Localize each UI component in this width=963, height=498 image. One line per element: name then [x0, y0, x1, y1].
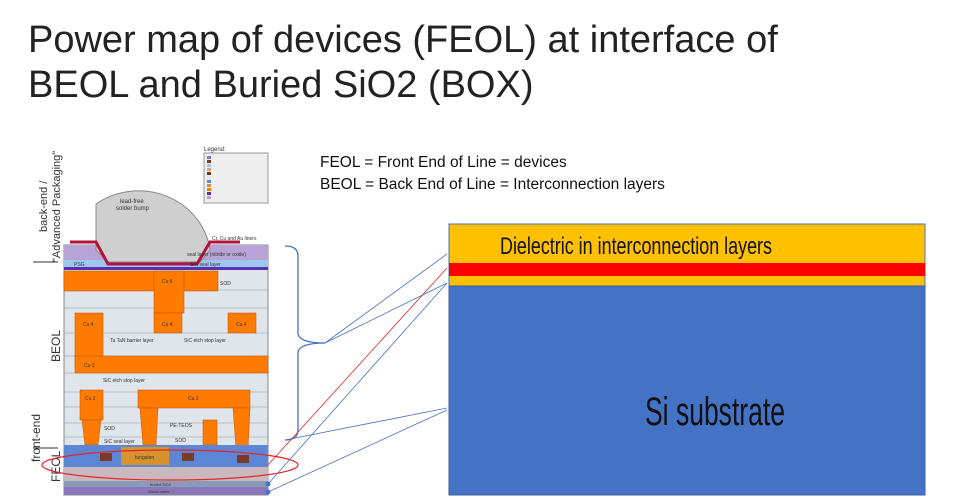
silicon-wafer	[64, 487, 268, 495]
backend-label-1: back-end /	[38, 180, 50, 232]
tungsten-contact	[121, 447, 169, 465]
diagram-label: Cu 4	[83, 322, 94, 328]
diagram-label: Ta TaN barrier layer	[110, 338, 154, 344]
solder-bump	[95, 190, 211, 263]
slide-title: Power map of devices (FEOL) at interface…	[28, 18, 778, 108]
diagram-label: tungsten	[135, 455, 154, 461]
diagram-label: SiC etch stop layer	[184, 338, 226, 344]
diagram-label: buried SiO2	[150, 482, 172, 487]
heat-layer	[449, 263, 925, 276]
diagram-label: SiN seal layer	[190, 262, 221, 268]
connector-lines	[267, 253, 448, 493]
definitions: FEOL = Front End of Line = devices BEOL …	[320, 152, 665, 196]
diagram-label: seal layer (nitride or oxide)	[187, 252, 246, 258]
diagram-label: Legend:	[204, 147, 226, 153]
feol-highlight-ellipse	[41, 449, 299, 481]
diagram-label: SiC seal layer	[104, 439, 135, 445]
active-silicon	[64, 467, 268, 481]
diagram-label: Cr, Cu and Au liners	[212, 236, 257, 242]
diagram-label: PE-TEOS	[170, 423, 193, 429]
diagram-label: lead-free	[120, 199, 144, 205]
legend: Legend:	[203, 147, 269, 204]
beol-bracket	[284, 245, 326, 441]
diagram-label: silicon wafer	[148, 489, 171, 494]
copper-interconnects	[63, 270, 269, 449]
feol-label: FEOL	[49, 450, 63, 482]
diagram-label: Cu 2	[188, 396, 199, 402]
bump-liners	[70, 240, 240, 266]
title-line-2: BEOL and Buried SiO2 (BOX)	[28, 64, 534, 106]
diagram-label: SOD	[104, 426, 115, 432]
sin-seal	[64, 267, 268, 270]
si-substrate	[448, 285, 926, 496]
beol-label: BEOL	[49, 330, 63, 362]
diagram-label: solder bump	[116, 206, 150, 212]
beol-definition: BEOL = Back End of Line = Interconnectio…	[320, 176, 665, 193]
diagram-label: SOD	[220, 281, 231, 287]
cross-section-diagram: lead-free solder bump Cr, Cu and Au line…	[41, 147, 299, 496]
diagram-label: Cu 3	[84, 363, 95, 369]
thermal-model: Dielectric in interconnection layers Si …	[448, 223, 926, 496]
diagram-label: SiC etch stop layer	[103, 378, 145, 384]
diagram-label: SOD	[175, 438, 186, 444]
diagram-label: PSG	[74, 262, 85, 268]
frontend-label: front-end	[29, 414, 43, 462]
gates	[100, 453, 249, 463]
backend-label-2: "Advanced Packaging"	[51, 151, 63, 262]
diagram-label: Cu 4	[162, 322, 173, 328]
diagram-label: Cu 5	[162, 279, 173, 285]
side-labels: back-end / "Advanced Packaging" BEOL fro…	[29, 151, 63, 482]
title-line-1: Power map of devices (FEOL) at interface…	[28, 19, 778, 61]
diagram-labels: lead-free solder bump Cr, Cu and Au line…	[74, 199, 257, 494]
diagram-label: Cu 2	[85, 396, 96, 402]
diagram-label: Cu 4	[236, 322, 247, 328]
buried-oxide	[64, 481, 268, 487]
feol-definition: FEOL = Front End of Line = devices	[320, 154, 567, 171]
dielectric-label: Dielectric in interconnection layers	[500, 233, 772, 260]
substrate-label: Si substrate	[645, 390, 785, 434]
